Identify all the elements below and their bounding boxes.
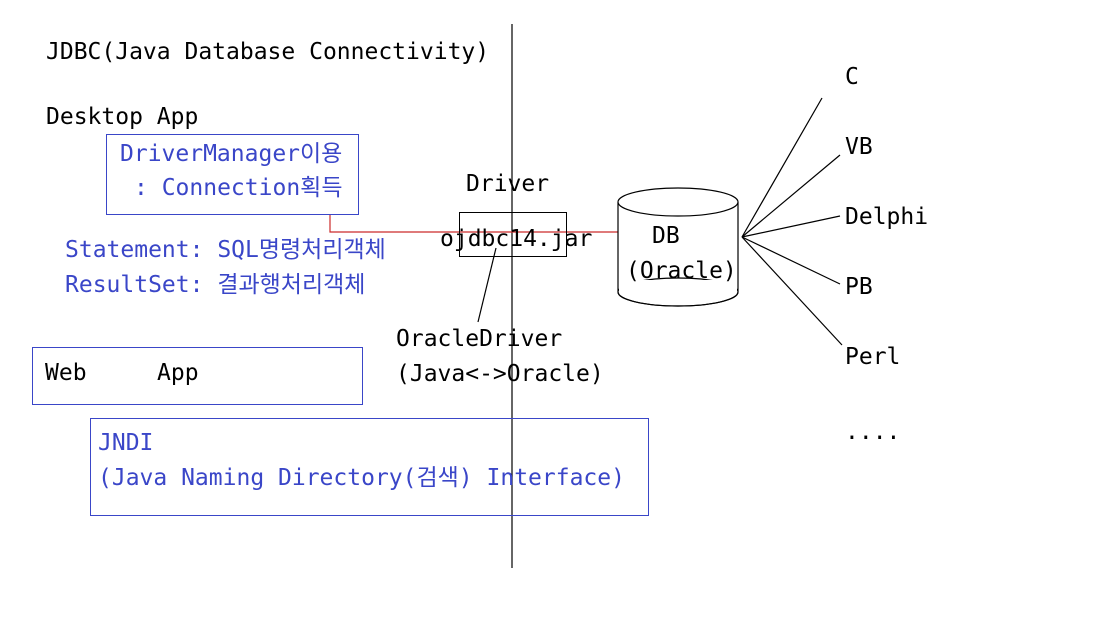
web-label: Web <box>45 360 87 386</box>
driver-jar-name: ojdbc14.jar <box>440 226 593 252</box>
driver-label: Driver <box>466 171 550 197</box>
client-line-c <box>741 97 823 238</box>
resultset-text: ResultSet: 결과행처리객체 <box>65 272 366 298</box>
client-line-vb <box>741 154 841 238</box>
driver-manager-line2: : Connection획득 <box>134 175 343 201</box>
client-c: C <box>845 64 859 90</box>
driver-jar-box <box>459 212 567 257</box>
oracle-driver-desc: (Java<->Oracle) <box>396 361 604 387</box>
statement-text: Statement: SQL명령처리객체 <box>65 237 386 263</box>
desktop-app-label: Desktop App <box>46 104 199 130</box>
client-line-pb <box>741 236 841 285</box>
client-pb: PB <box>845 274 873 300</box>
oracle-driver-label: OracleDriver <box>396 326 563 352</box>
jndi-box <box>90 418 649 516</box>
app-label: App <box>157 360 199 386</box>
driver-leader-line <box>477 247 497 323</box>
db-cylinder <box>617 187 739 307</box>
connection-line <box>329 214 620 233</box>
db-label: DB <box>652 223 680 249</box>
db-oracle-label: (Oracle) <box>626 258 737 284</box>
driver-manager-box <box>106 134 359 215</box>
page-title: JDBC(Java Database Connectivity) <box>46 39 490 65</box>
jndi-description: (Java Naming Directory(검색) Interface) <box>98 465 625 491</box>
client-vb: VB <box>845 134 873 160</box>
driver-manager-line1: DriverManager이용 <box>120 141 343 167</box>
client-perl: Perl <box>845 344 901 370</box>
client-line-delphi <box>741 215 841 238</box>
client-delphi: Delphi <box>845 204 929 230</box>
client-more: .... <box>845 419 901 445</box>
jndi-title: JNDI <box>98 430 154 456</box>
web-app-box <box>32 347 363 405</box>
client-line-perl <box>741 236 843 346</box>
